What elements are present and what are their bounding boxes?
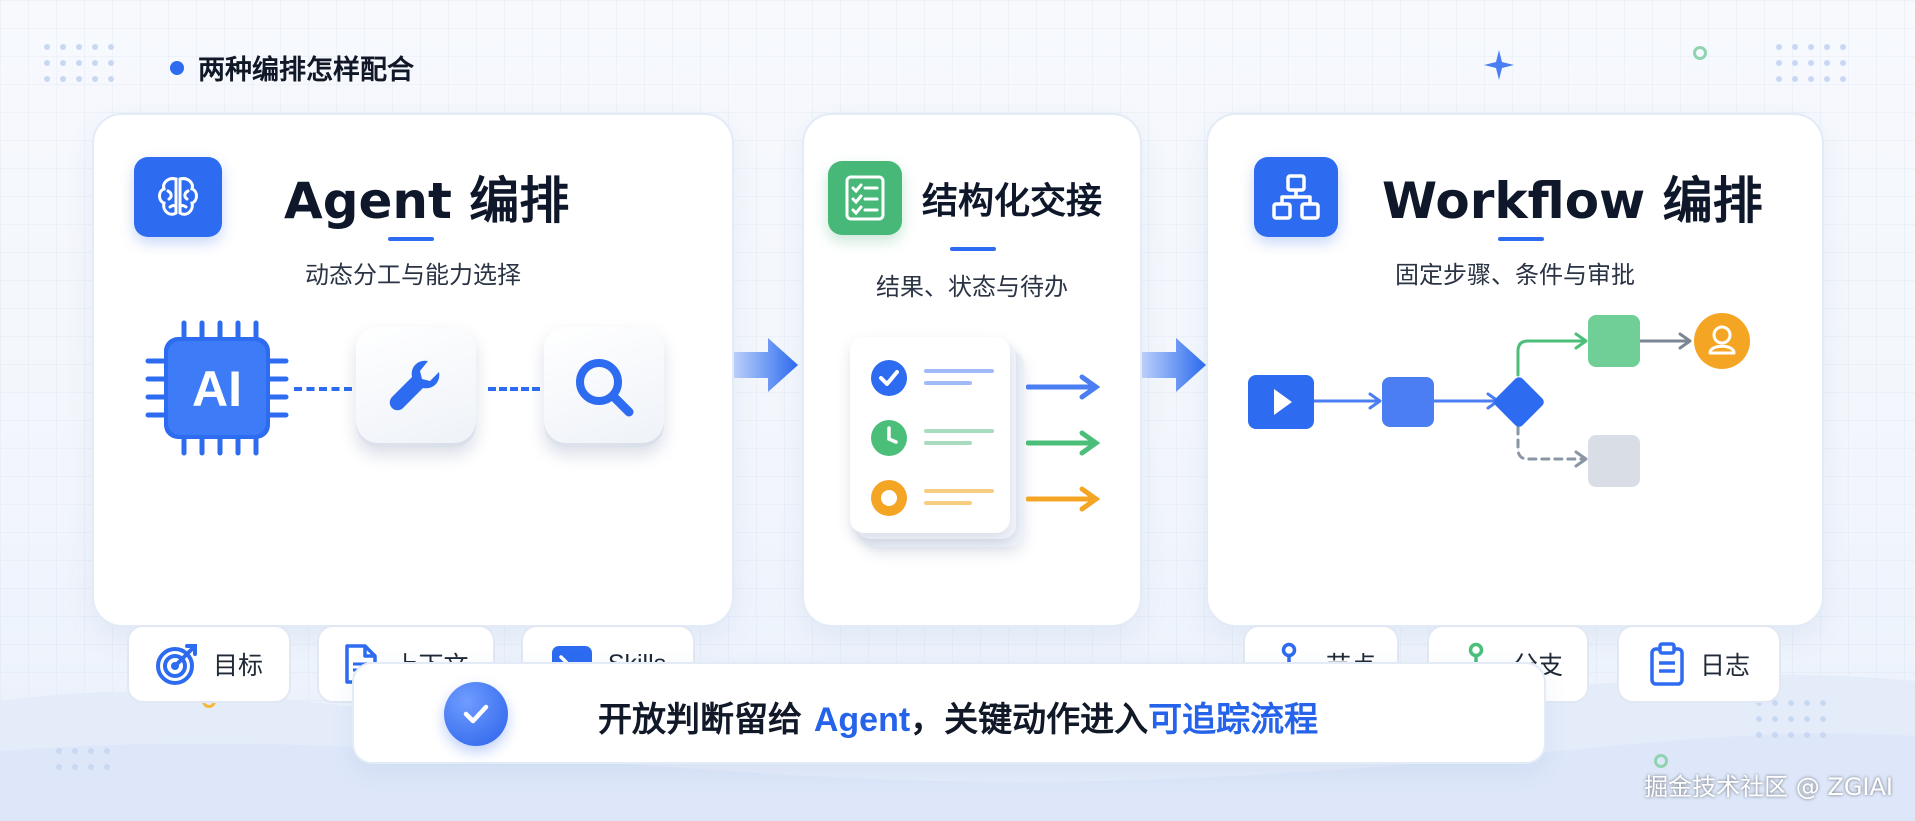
- ai-chip-label: AI: [192, 361, 242, 417]
- user-icon: [1694, 313, 1750, 369]
- sparkle-icon: [1484, 50, 1514, 80]
- handoff-card: 结构化交接 结果、状态与待办: [802, 113, 1142, 627]
- title-bullet: [170, 60, 184, 75]
- clock-icon: [871, 420, 907, 456]
- workflow-card: Workflow 编排 固定步骤、条件与审批: [1206, 113, 1824, 703]
- chip-goal: 目标: [127, 625, 291, 703]
- page-title: 两种编排怎样配合: [170, 48, 414, 87]
- decor-dots: [1756, 700, 1826, 738]
- flow-arrow-icon: [734, 338, 798, 392]
- play-node: [1248, 375, 1314, 429]
- flowchart-icon: [1254, 157, 1338, 237]
- workflow-diagram: [1248, 313, 1750, 487]
- clipboard-icon: [1650, 642, 1684, 686]
- workflow-card-header: Workflow 编排: [1254, 157, 1763, 237]
- agent-card-title: Agent 编排: [284, 172, 570, 230]
- flow-arrow-icon: [1142, 338, 1206, 392]
- summary-highlight: 可追踪流程: [1148, 700, 1319, 740]
- handoff-card-header: 结构化交接: [828, 161, 1102, 235]
- summary-part1: 开放判断留给: [598, 700, 814, 740]
- check-icon: [871, 360, 907, 396]
- handoff-card-underline: [950, 247, 996, 251]
- agent-card-subtitle: 动态分工与能力选择: [305, 261, 521, 289]
- output-arrows: [1026, 374, 1101, 512]
- connector-dash: [488, 387, 540, 391]
- chip-log: 日志: [1617, 625, 1781, 703]
- summary-text: 开放判断留给 Agent，关键动作进入可追踪流程: [598, 692, 1318, 741]
- handoff-card-title: 结构化交接: [922, 181, 1103, 222]
- decor-ring: [1693, 46, 1707, 60]
- decision-node: [1494, 377, 1544, 427]
- magnifier-icon: [576, 359, 634, 417]
- workflow-card-title: Workflow 编排: [1382, 172, 1763, 230]
- agent-card-header: Agent 编排: [134, 157, 569, 237]
- workflow-card-subtitle: 固定步骤、条件与审批: [1395, 261, 1635, 289]
- process-node: [1382, 377, 1434, 427]
- ai-chip-icon: [145, 320, 289, 456]
- watermark: 掘金技术社区 @ ZGIAI: [1644, 773, 1893, 801]
- wrench-tile: [356, 327, 476, 447]
- document-stack: [850, 337, 1026, 547]
- summary-part2: ，关键动作进入: [910, 700, 1149, 740]
- decor-dots: [44, 44, 114, 82]
- check-circle-icon: [444, 682, 508, 746]
- summary-bar: 开放判断留给 Agent，关键动作进入可追踪流程: [352, 662, 1546, 764]
- handoff-card-subtitle: 结果、状态与待办: [876, 273, 1068, 301]
- agent-card: Agent 编排 动态分工与能力选择 AI: [92, 113, 734, 703]
- search-tile: [544, 327, 664, 447]
- skipped-node: [1588, 435, 1640, 487]
- brain-icon: [134, 157, 222, 237]
- wrench-icon: [389, 360, 440, 411]
- chip-label: 日志: [1699, 651, 1750, 680]
- decor-dots: [1776, 44, 1846, 82]
- circle-icon: [871, 480, 907, 516]
- checklist-icon: [828, 161, 902, 235]
- connector-dash: [294, 387, 352, 391]
- agent-card-underline: [388, 237, 434, 241]
- approve-node: [1588, 315, 1640, 367]
- chip-label: 目标: [212, 651, 263, 680]
- page-title-text: 两种编排怎样配合: [198, 55, 414, 86]
- workflow-card-underline: [1498, 237, 1544, 241]
- decor-dots: [56, 748, 110, 770]
- decor-ring: [1654, 754, 1668, 768]
- summary-agent: Agent: [813, 701, 911, 739]
- target-icon: [155, 644, 197, 685]
